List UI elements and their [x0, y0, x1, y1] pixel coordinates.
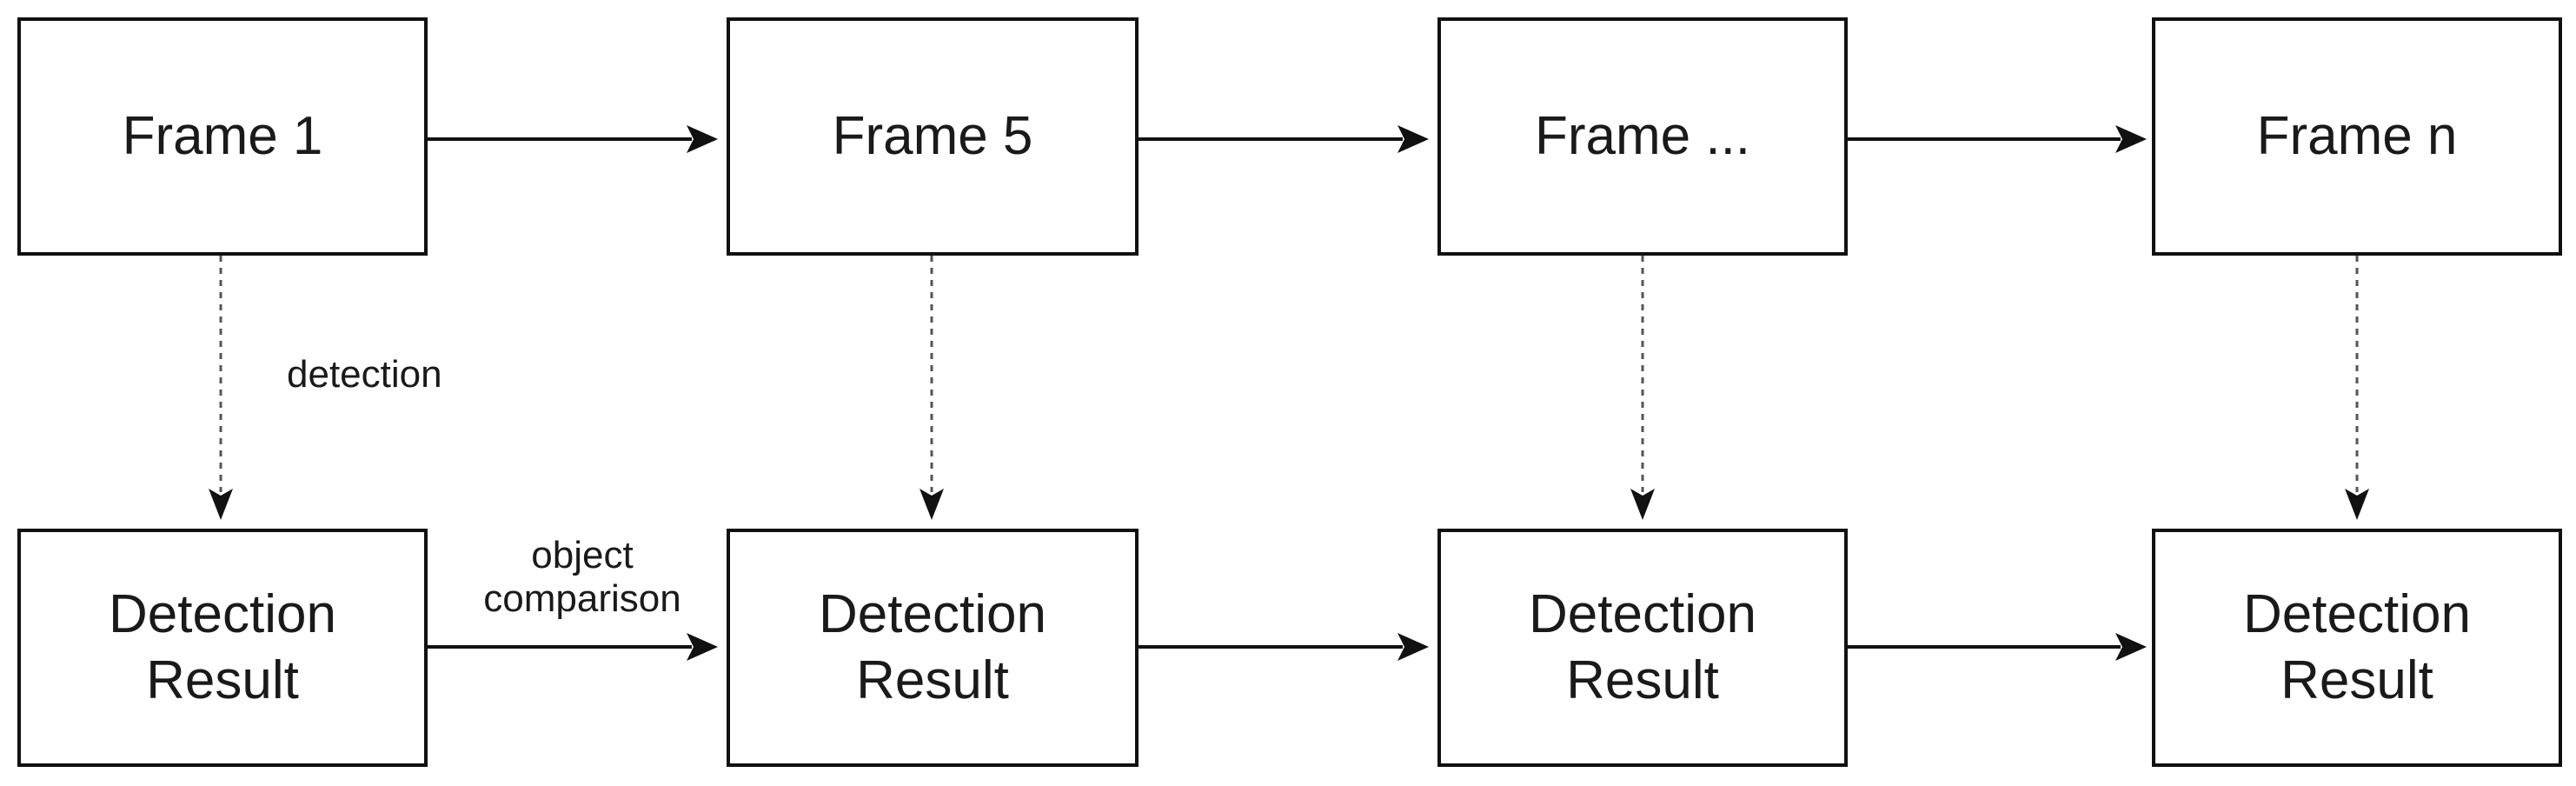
result-label-line2: Result [2281, 650, 2433, 710]
frame-arrow-5-to-ellipsis [1139, 125, 1429, 153]
detection-label-text: detection [287, 353, 442, 396]
comparison-label-line1: object [531, 534, 634, 576]
frame-arrow-ellipsis-to-n [1848, 125, 2147, 153]
frame-node-n: Frame n [2152, 17, 2562, 256]
result-label-line1: Detection [109, 584, 336, 644]
frame-node-ellipsis: Frame ... [1437, 17, 1848, 256]
frame-label: Frame ... [1534, 106, 1751, 166]
result-label-line2: Result [1566, 650, 1719, 710]
result-arrow-1-to-2 [428, 633, 718, 661]
frame-node-5: Frame 5 [727, 17, 1139, 256]
detection-arrow-4 [2345, 256, 2369, 520]
frame-arrow-1-to-5 [428, 125, 718, 153]
detection-result-node-2: Detection Result [727, 529, 1139, 767]
result-label-line2: Result [146, 650, 299, 710]
result-label-line1: Detection [819, 584, 1046, 644]
frame-label: Frame n [2256, 106, 2458, 166]
result-label-line2: Result [856, 650, 1009, 710]
detection-arrow-3 [1630, 256, 1655, 520]
detection-result-node-3: Detection Result [1437, 529, 1848, 767]
frame-label: Frame 5 [832, 106, 1033, 166]
result-arrow-3-to-4 [1848, 633, 2147, 661]
detection-edge-label: detection [287, 353, 442, 396]
frame-node-1: Frame 1 [17, 17, 428, 256]
frame-label: Frame 1 [122, 106, 323, 166]
result-label-line1: Detection [2243, 584, 2471, 644]
result-arrow-2-to-3 [1139, 633, 1429, 661]
result-label-line1: Detection [1529, 584, 1756, 644]
detection-result-node-4: Detection Result [2152, 529, 2562, 767]
detection-result-node-1: Detection Result [17, 529, 428, 767]
detection-arrow-2 [920, 256, 944, 520]
detection-arrow-1 [209, 256, 233, 520]
comparison-label-line2: comparison [483, 577, 681, 620]
object-comparison-edge-label: object comparison [452, 534, 713, 621]
